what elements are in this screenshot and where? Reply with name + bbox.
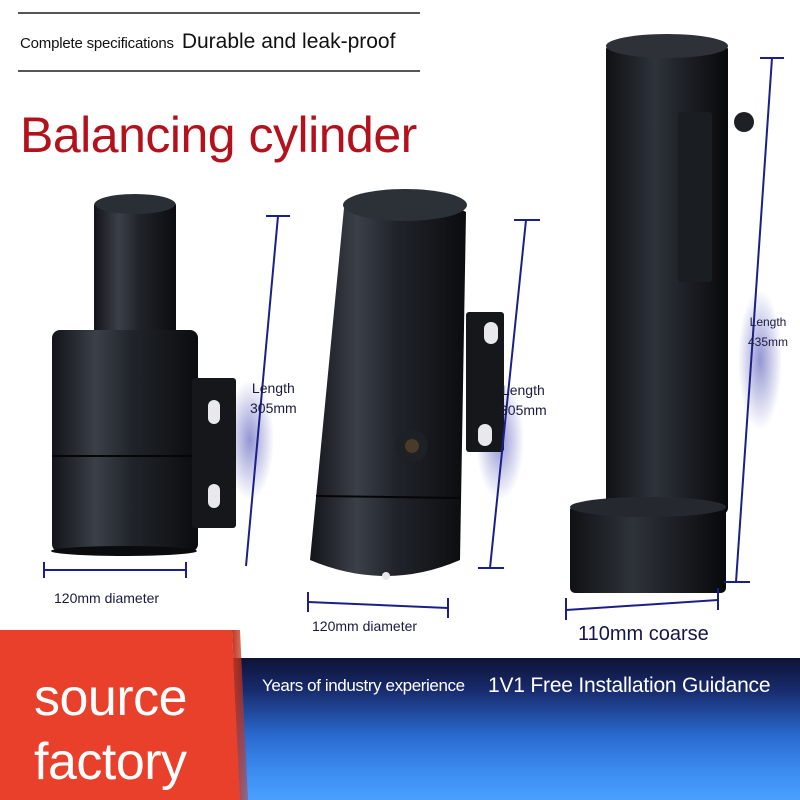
cylinder-3-length-line	[724, 57, 784, 583]
banner-orange-panel	[0, 630, 240, 800]
experience-text: Years of industry experience	[262, 676, 465, 695]
page-title: Balancing cylinder	[20, 107, 417, 163]
factory-text: factory	[34, 733, 187, 791]
bottom-rule	[18, 70, 420, 72]
spec-row: Complete specifications Durable and leak…	[20, 30, 395, 60]
cylinder-1-width-label: 120mm diameter	[54, 590, 160, 606]
bottom-banner: source factory Years of industry experie…	[0, 630, 800, 800]
cylinder-2-length-label: Length 305mm	[500, 382, 547, 418]
cylinder-2-length-line	[478, 219, 540, 569]
spec-durable-text: Durable and leak-proof	[181, 30, 396, 53]
source-text: source	[34, 669, 188, 727]
cylinder-1-width-line	[43, 562, 187, 578]
cylinder-1-length-line	[245, 215, 290, 567]
cylinder-3-width-line	[565, 588, 719, 620]
spec-complete-text: Complete specifications	[20, 35, 174, 52]
source-factory-text: source factory	[34, 666, 188, 794]
cylinder-1-image	[51, 194, 274, 556]
cylinder-2-width-line	[307, 592, 449, 618]
product-photo-area	[43, 34, 784, 620]
cylinder-1-length-label: Length 305mm	[250, 380, 297, 416]
cylinder-3-image	[570, 34, 782, 593]
top-rule	[18, 12, 420, 14]
cylinder-3-length-label: Length 435mm	[748, 315, 789, 349]
cylinder-2-image	[310, 189, 524, 580]
guidance-text: 1V1 Free Installation Guidance	[488, 674, 771, 697]
cylinder-2-width-label: 120mm diameter	[312, 618, 418, 634]
cylinder-3-width-label: 110mm coarse	[578, 623, 709, 645]
